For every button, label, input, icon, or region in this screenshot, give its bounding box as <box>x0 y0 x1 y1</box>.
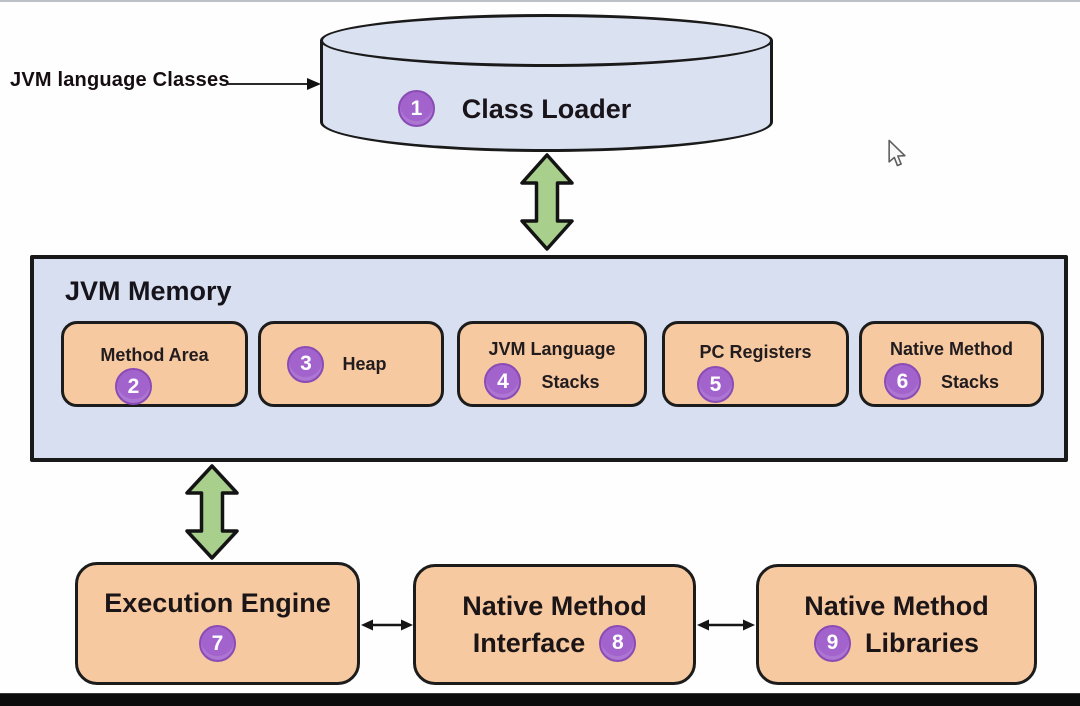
native-method-interface-box: Native Method Interface 8 <box>413 564 696 685</box>
heap-row: 3 Heap <box>287 345 387 383</box>
step-badge-1: 1 <box>398 90 435 127</box>
native-method-interface-row: Interface 8 <box>472 624 637 662</box>
execution-engine-label: Execution Engine <box>104 588 331 618</box>
native-method-stacks-label-line1: Native Method <box>889 339 1013 359</box>
pc-registers-box: PC Registers 5 <box>662 321 849 407</box>
double-arrow-icon-classloader-memory <box>520 153 574 251</box>
native-method-libraries-row: 9 Libraries <box>813 624 980 662</box>
step-badge-6: 6 <box>883 363 921 400</box>
step-badge-2: 2 <box>115 368 152 405</box>
cylinder-top <box>320 14 773 67</box>
native-method-stacks-box: Native Method 6 Stacks <box>859 321 1044 407</box>
native-method-libraries-label-line2: Libraries <box>864 627 980 658</box>
double-arrow-icon-memory-execution <box>185 464 239 560</box>
step-badge-7: 7 <box>199 625 236 662</box>
native-method-interface-label-line1: Native Method <box>462 590 647 621</box>
method-area-label: Method Area <box>100 345 209 365</box>
step-badge-5: 5 <box>697 366 734 403</box>
native-method-stacks-label-line2: Stacks <box>940 371 1000 392</box>
native-method-interface-label-line2: Interface <box>472 627 586 658</box>
heap-box: 3 Heap <box>258 321 444 407</box>
class-loader-cylinder: 1 Class Loader <box>320 14 773 154</box>
jvm-language-classes-label: JVM language Classes <box>10 69 230 91</box>
step-badge-4: 4 <box>484 363 522 400</box>
right-arrow-icon <box>228 78 321 90</box>
jvm-language-stacks-label-line2: Stacks <box>541 371 600 392</box>
step-badge-9: 9 <box>813 624 851 662</box>
execution-engine-box: Execution Engine 7 <box>75 562 360 685</box>
jvm-memory-title: JVM Memory <box>65 276 232 306</box>
class-loader-label: Class Loader <box>461 94 632 124</box>
native-method-libraries-box: Native Method 9 Libraries <box>756 564 1037 685</box>
jvm-language-stacks-label-line1: JVM Language <box>488 339 616 359</box>
pc-registers-label: PC Registers <box>699 342 812 362</box>
double-arrow-icon-execution-nmi <box>361 619 413 631</box>
native-method-stacks-row: 6 Stacks <box>883 363 1000 400</box>
jvm-language-stacks-box: JVM Language 4 Stacks <box>457 321 647 407</box>
step-badge-8: 8 <box>599 624 637 662</box>
jvm-memory-box: JVM Memory Method Area 2 3 Heap JVM Lang… <box>30 255 1068 462</box>
mouse-cursor-icon <box>888 139 906 167</box>
method-area-box: Method Area 2 <box>61 321 248 407</box>
bottom-bar <box>0 693 1080 706</box>
jvm-language-stacks-row: 4 Stacks <box>484 363 600 400</box>
native-method-libraries-label-line1: Native Method <box>804 590 989 621</box>
top-edge-line <box>0 0 1080 2</box>
heap-label: Heap <box>342 354 387 374</box>
step-badge-3: 3 <box>287 345 325 383</box>
double-arrow-icon-nmi-libraries <box>697 619 755 631</box>
